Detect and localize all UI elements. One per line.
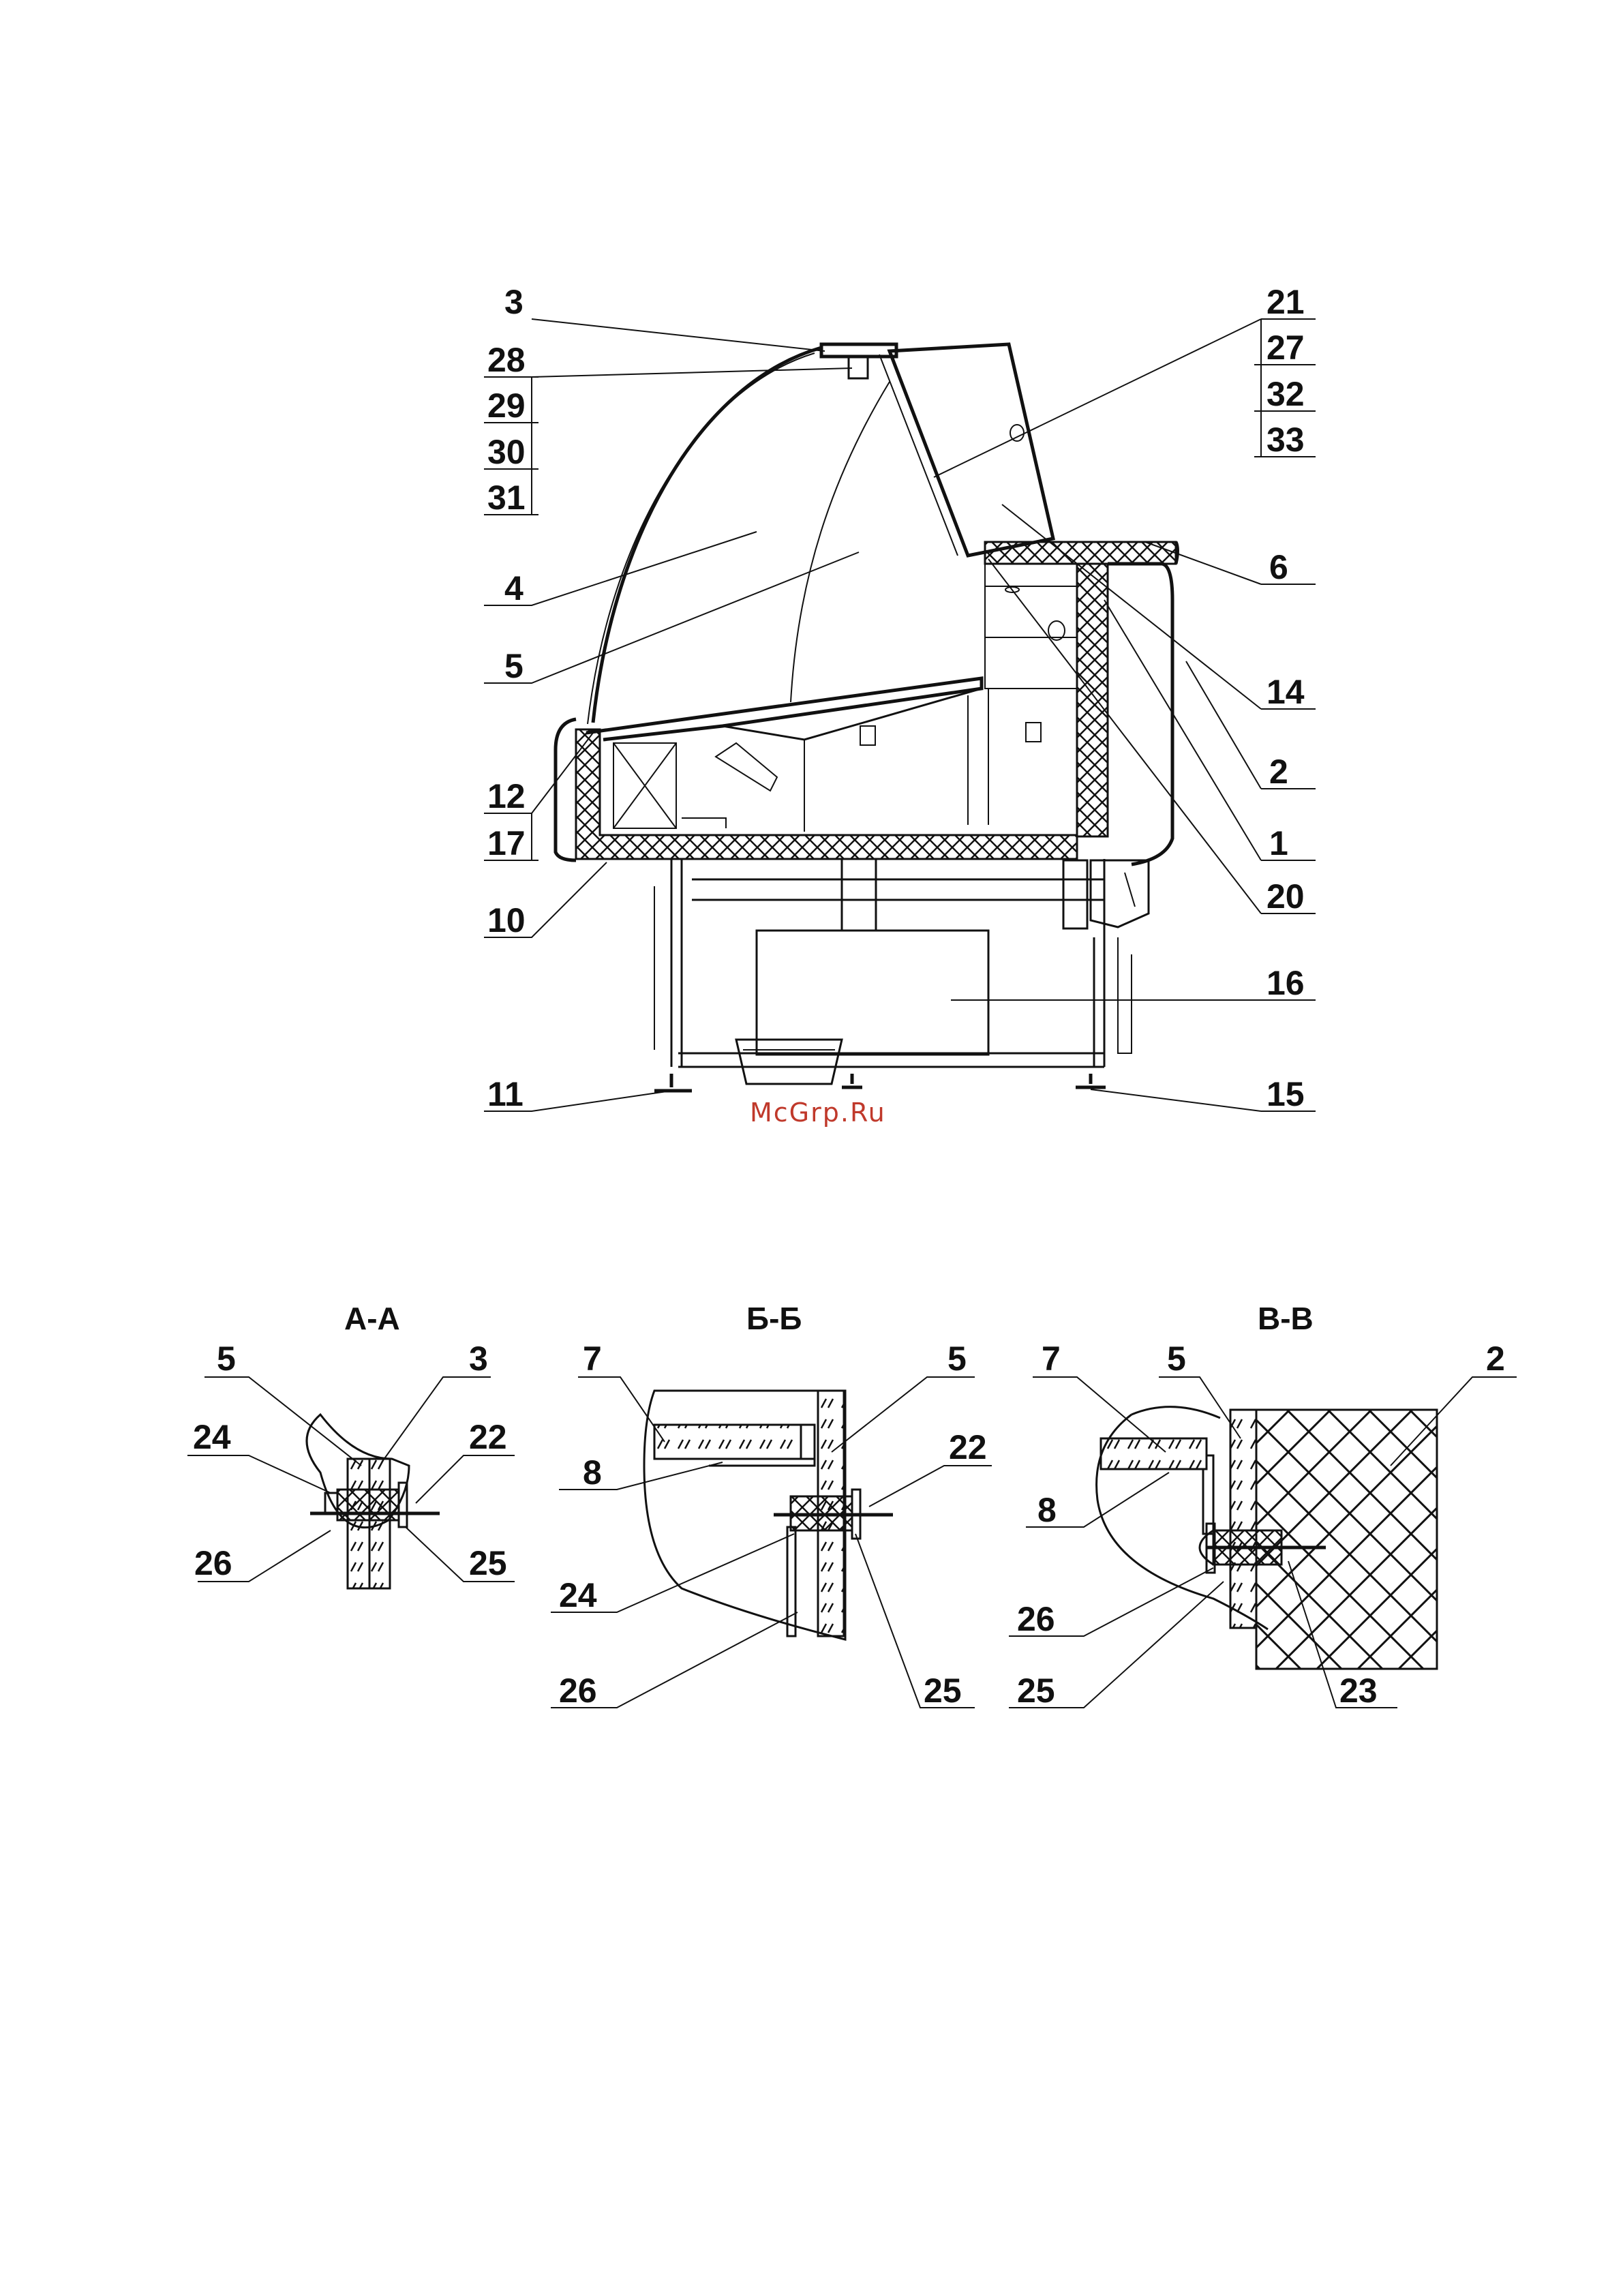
a-label-22: 22	[469, 1418, 507, 1456]
a-label-26: 26	[194, 1544, 232, 1582]
section-a-a: А-А 5 3 24 22 26 25	[187, 1301, 515, 1588]
b-label-8: 8	[583, 1453, 602, 1492]
callout-14: 14	[1266, 673, 1305, 711]
callout-28: 28	[487, 341, 526, 379]
callout-17: 17	[487, 824, 526, 862]
callout-16: 16	[1266, 964, 1305, 1002]
v-label-2: 2	[1486, 1340, 1505, 1378]
b-label-24: 24	[559, 1576, 597, 1614]
display-case-side-view	[556, 344, 1178, 1091]
section-a-a-title: А-А	[344, 1301, 400, 1336]
section-v-v: В-В 7 5 2 8 26 25 23	[1009, 1301, 1517, 1710]
callout-20: 20	[1266, 877, 1305, 916]
v-label-7: 7	[1042, 1340, 1061, 1378]
callout-6: 6	[1269, 548, 1288, 586]
section-v-v-title: В-В	[1258, 1301, 1314, 1336]
callout-31: 31	[487, 479, 526, 517]
callout-2: 2	[1269, 753, 1288, 791]
callout-33: 33	[1266, 421, 1305, 459]
b-label-22: 22	[949, 1428, 987, 1466]
section-b-b: Б-Б 7 5 8 22 24 26 25	[551, 1301, 992, 1710]
v-label-8: 8	[1037, 1491, 1057, 1529]
watermark: McGrp.Ru	[750, 1098, 886, 1128]
callout-4: 4	[504, 569, 524, 607]
callout-3: 3	[504, 283, 524, 321]
callout-21: 21	[1266, 283, 1305, 321]
a-label-3: 3	[469, 1340, 488, 1378]
b-label-26: 26	[559, 1672, 597, 1710]
v-label-26: 26	[1017, 1600, 1055, 1638]
a-label-25: 25	[469, 1544, 507, 1582]
a-label-5: 5	[217, 1340, 236, 1378]
v-label-25: 25	[1017, 1672, 1055, 1710]
b-label-25: 25	[924, 1672, 962, 1710]
callout-30: 30	[487, 433, 526, 471]
callout-12: 12	[487, 777, 526, 815]
section-b-b-title: Б-Б	[746, 1301, 802, 1336]
callout-5: 5	[504, 647, 524, 685]
callout-29: 29	[487, 387, 526, 425]
callout-1: 1	[1269, 824, 1288, 862]
v-label-23: 23	[1339, 1672, 1378, 1710]
a-label-24: 24	[193, 1418, 231, 1456]
b-label-5: 5	[947, 1340, 967, 1378]
right-callouts: 21 27 32 33 6 14 2 1 20 16 15	[934, 283, 1316, 1113]
callout-15: 15	[1266, 1075, 1305, 1113]
callout-32: 32	[1266, 375, 1305, 413]
callout-27: 27	[1266, 329, 1305, 367]
callout-10: 10	[487, 901, 526, 939]
v-label-5: 5	[1167, 1340, 1186, 1378]
callout-11: 11	[487, 1075, 524, 1113]
b-label-7: 7	[583, 1340, 602, 1378]
